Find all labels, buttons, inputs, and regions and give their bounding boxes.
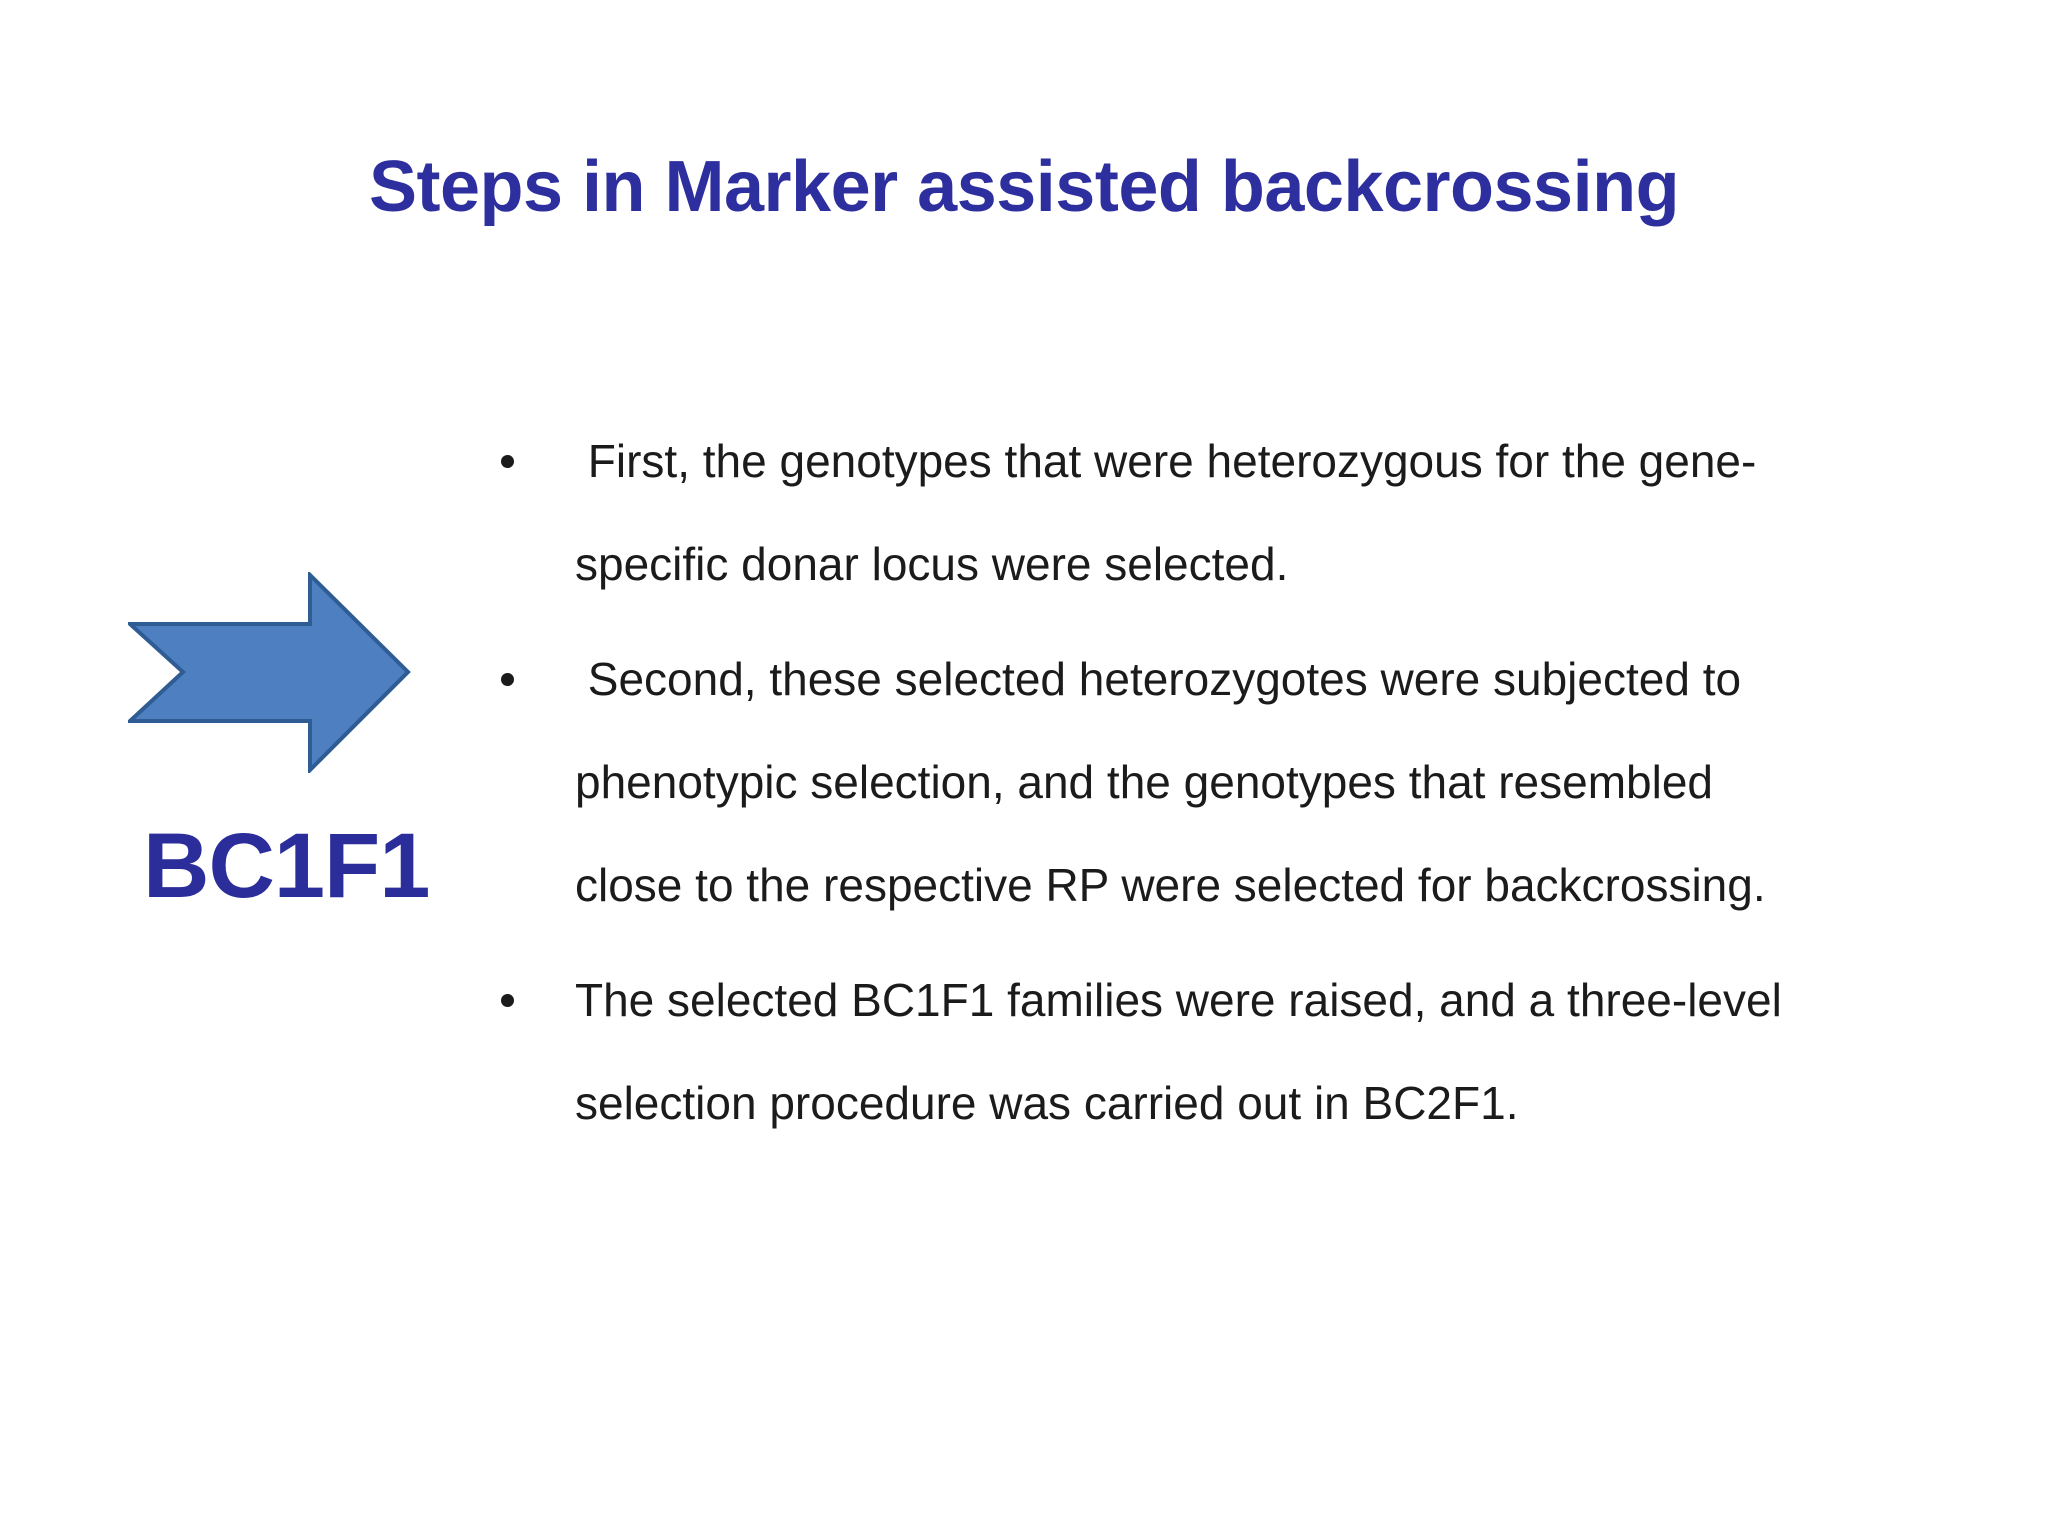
bullet-text: First, the genotypes that were heterozyg… — [575, 410, 1981, 616]
bullet-line: specific donar locus were selected. — [575, 538, 1289, 590]
bullet-dot-icon — [501, 673, 514, 686]
slide-title: Steps in Marker assisted backcrossing — [368, 147, 1680, 227]
arrow-shape — [128, 572, 411, 773]
generation-label: BC1F1 — [143, 815, 430, 917]
bullet-line: The selected BC1F1 families were raised,… — [575, 974, 1782, 1026]
bullet-line: First, the genotypes that were heterozyg… — [575, 435, 1757, 487]
bullet-item: First, the genotypes that were heterozyg… — [501, 410, 1981, 616]
bullet-line: selection procedure was carried out in B… — [575, 1077, 1519, 1129]
bullet-dot-icon — [501, 455, 514, 468]
bullet-line: phenotypic selection, and the genotypes … — [575, 756, 1713, 808]
bullet-item: Second, these selected heterozygotes wer… — [501, 628, 1981, 937]
bullet-text: The selected BC1F1 families were raised,… — [575, 949, 1981, 1155]
bullet-line: close to the respective RP were selected… — [575, 859, 1766, 911]
bullet-dot-icon — [501, 994, 514, 1007]
bullet-list: First, the genotypes that were heterozyg… — [501, 410, 1981, 1167]
bullet-line: Second, these selected heterozygotes wer… — [575, 653, 1742, 705]
notched-right-arrow-icon — [128, 572, 412, 773]
bullet-text: Second, these selected heterozygotes wer… — [575, 628, 1981, 937]
bullet-item: The selected BC1F1 families were raised,… — [501, 949, 1981, 1155]
